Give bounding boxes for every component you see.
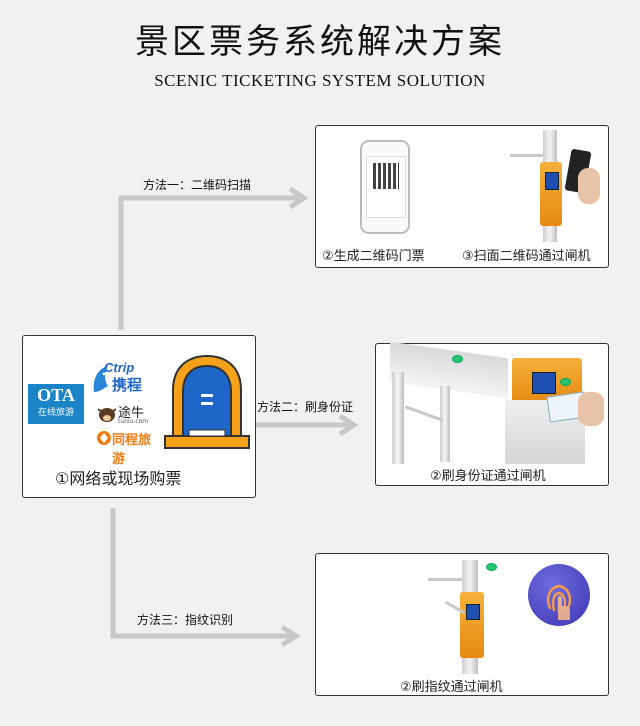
connector-method-3	[110, 508, 292, 639]
turnstile-arm-3	[428, 578, 464, 581]
hand-icon	[578, 168, 600, 204]
gate-door-icon	[164, 354, 250, 449]
method-1-caption-1: ②生成二维码门票	[322, 249, 425, 264]
tongcheng-logo: 同程旅游	[96, 428, 156, 467]
status-led	[452, 355, 463, 363]
cow-icon	[97, 408, 117, 422]
method-1-label: 方法一：二维码扫描	[143, 178, 252, 192]
gate-left-pole	[392, 372, 404, 464]
tongcheng-icon	[97, 431, 111, 445]
ctrip-en-text: Ctrip	[104, 360, 135, 375]
tongcheng-text: 同程旅游	[112, 433, 152, 467]
arrowhead-1	[288, 186, 309, 210]
qr-code-icon	[373, 163, 399, 189]
dolphin-icon	[93, 366, 108, 392]
phone-image	[360, 140, 410, 234]
status-led-3	[486, 563, 497, 571]
tuniu-cn-text: 途牛	[118, 406, 145, 421]
reader-led	[560, 378, 571, 386]
turnstile-screen	[545, 172, 559, 190]
ota-logo-text: OTA	[37, 385, 75, 405]
method-3-caption: ②刷指纹通过闸机	[400, 680, 503, 695]
turnstile-arm	[510, 154, 544, 157]
hand-icon-2	[578, 392, 604, 426]
purchase-caption: ①网络或现场购票	[55, 469, 182, 488]
ctrip-logo: Ctrip 携程	[90, 360, 152, 400]
page-title: 景区票务系统解决方案	[135, 22, 505, 62]
method-2-caption: ②刷身份证通过闸机	[430, 469, 546, 484]
phone-screen	[366, 156, 406, 218]
connector-method-1	[118, 195, 300, 330]
fingerprint-icon	[546, 584, 572, 620]
method-2-label: 方法二：刷身份证	[257, 400, 354, 414]
turnstile-screen-3	[466, 604, 480, 620]
ota-logo-subtext: 在线旅游	[37, 408, 74, 418]
tuniu-logo: 途牛 tuniu.com	[96, 402, 154, 428]
method-3-label: 方法三：指纹识别	[137, 613, 234, 627]
arrowhead-2	[338, 413, 359, 437]
method-1-caption-2: ③扫面二维码通过闸机	[462, 249, 591, 264]
fingerprint-badge	[528, 564, 590, 626]
arrowhead-3	[280, 624, 301, 648]
page-subtitle: SCENIC TICKETING SYSTEM SOLUTION	[154, 71, 486, 90]
tuniu-en-text: tuniu.com	[118, 418, 149, 425]
ota-logo: OTA 在线旅游	[28, 384, 84, 424]
gate-mid-pole	[440, 386, 450, 462]
gate-reader-screen	[532, 372, 556, 394]
turnstile-head-3	[460, 592, 484, 658]
ctrip-cn-text: 携程	[112, 376, 143, 394]
